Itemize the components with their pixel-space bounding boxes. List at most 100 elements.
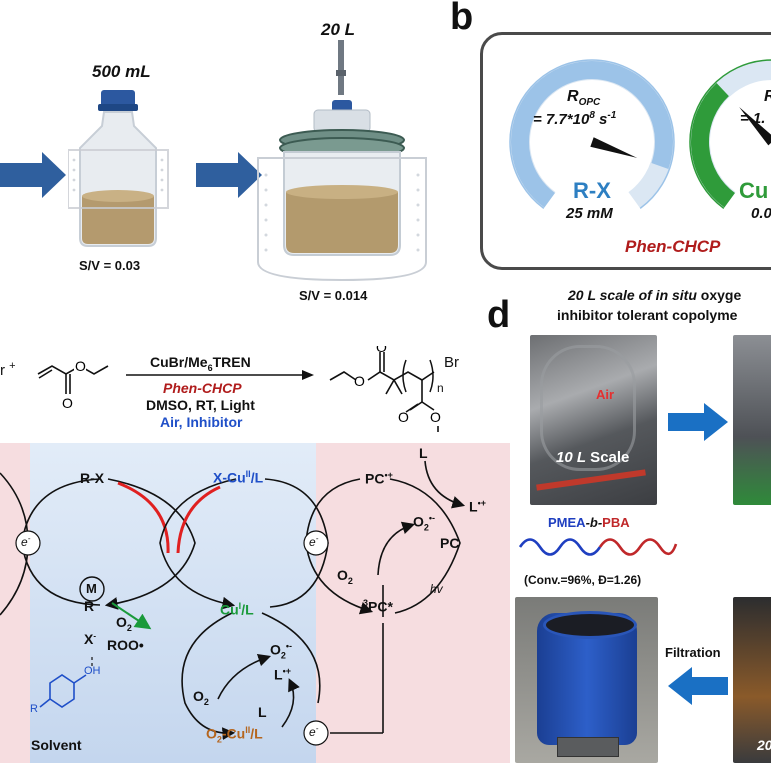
label-pc-rad-text: PC (365, 470, 385, 487)
label-x-minus-sup: - (93, 631, 97, 641)
photo4-corner-label: 20 (757, 737, 771, 753)
label-cu1: CuI/L (220, 601, 254, 618)
svg-text:O: O (376, 346, 387, 355)
label-o2-rad: O2•- (413, 513, 435, 532)
panel-d-title-italic: 20 L scale of in situ (568, 287, 697, 303)
label-o2: O2 (337, 567, 353, 586)
gauge1-rate-unit-exp: -1 (607, 110, 617, 121)
bg-left-pink (0, 443, 30, 763)
label-l2: L (258, 704, 267, 720)
gauge1-rate-label: ROPC (567, 88, 600, 108)
label-o2cu-o: O (206, 725, 217, 742)
label-o2-text: O (337, 567, 348, 583)
label-l2-rad-text: L (274, 666, 283, 683)
gauge-svg (509, 59, 771, 209)
gauge2-rate-value: = 1. (740, 110, 766, 127)
panel-d-title-line2: inhibitor tolerant copolyme (557, 307, 738, 323)
label-o2d: O2•- (270, 641, 292, 660)
label-o2-rad-sub: 2 (423, 522, 429, 533)
panel-d-title-line1: 20 L scale of in situ oxyge (568, 287, 741, 303)
label-o2cu-mid: -Cu (221, 725, 246, 742)
label-pc-star-text: PC* (368, 598, 393, 615)
label-l2-rad-sup: •+ (282, 666, 291, 676)
gauge2-outline (689, 59, 771, 209)
label-pc-star: 3PC* (363, 598, 393, 615)
gauge1-needle (590, 137, 638, 158)
gauge2-fill (691, 82, 736, 208)
photo-arrow-right (668, 403, 728, 441)
label-solvent: Solvent (31, 737, 82, 753)
photo-arrow-left (668, 667, 728, 705)
label-o2d-sup: •- (285, 641, 293, 651)
copolymer-wave (518, 538, 678, 556)
svg-text:O: O (430, 409, 441, 425)
copolymer-label: PMEA-b-PBA (548, 515, 630, 530)
reactor-volume: 20 L (321, 20, 356, 39)
reactant-r: r (0, 362, 5, 379)
label-o2d-sub: 2 (280, 650, 286, 661)
label-o2-sub: 2 (347, 575, 353, 586)
label-xcu-tail: /L (250, 469, 264, 486)
label-cu1-sup: I (238, 601, 242, 611)
label-xcu-text: X-Cu (213, 469, 246, 486)
label-pc: PC (440, 535, 460, 551)
label-e-bottom: e- (309, 724, 318, 739)
gauge1-rate-unit: s (594, 111, 608, 128)
conversion-label: (Conv.=96%, Đ=1.26) (524, 573, 642, 587)
gauge1-fill (511, 61, 673, 208)
label-e-bottom-text: e (309, 725, 316, 739)
catalyst-label: CuBr/Me6TREN (150, 354, 251, 373)
gauge2-conc: 0.0 (751, 205, 771, 222)
photocatalyst-label: Phen-CHCP (163, 380, 242, 396)
conditions-label: DMSO, RT, Light (146, 397, 255, 413)
label-pc-rad: PC•+ (365, 470, 393, 487)
label-l2-rad: L•+ (274, 666, 291, 683)
acrylate-structure: O O (37, 358, 109, 411)
label-pc-rad-sup: •+ (384, 470, 393, 480)
label-o2c: O2 (193, 688, 209, 707)
reaction-arrow (126, 370, 314, 380)
copolymer-c: PBA (602, 515, 630, 530)
label-x-minus: X- (84, 631, 96, 647)
label-e-mid: e- (309, 534, 318, 549)
svg-text:O: O (75, 358, 86, 374)
gauge1-rate-num: = 7.7*10 (533, 111, 590, 128)
label-o2-rad-sup: •- (428, 513, 436, 523)
svg-text:O: O (354, 373, 365, 389)
photo1-hose (536, 469, 646, 491)
label-e-left-text: e (21, 535, 28, 549)
label-e-bottom-sup: - (315, 724, 319, 733)
label-cu1-tail: /L (241, 601, 254, 618)
gauge1-rate-exp: 8 (589, 110, 595, 121)
label-o2cu-sub: 2 (216, 734, 222, 745)
label-o2cu: O2-CuII/L (206, 725, 263, 744)
catalyst-sub: 6 (207, 362, 213, 373)
photo3-scale (557, 737, 619, 757)
gauge1-outline (509, 59, 675, 209)
arrow-right-1 (0, 152, 66, 198)
photo1-scale-rest: Scale (586, 449, 630, 466)
panel-d-label: d (487, 294, 511, 336)
label-l-rad: L•+ (469, 498, 486, 515)
label-m: M (86, 581, 97, 596)
product-structure: O O O O (329, 346, 441, 432)
filtration-label: Filtration (665, 645, 721, 660)
photo1-air-label: Air (596, 387, 615, 402)
label-e-mid-text: e (309, 535, 316, 549)
catalyst-text: CuBr/Me (150, 354, 208, 370)
label-o2cu-tail: /L (250, 725, 263, 742)
photo3-barrel-top (543, 611, 637, 639)
photo1-scale-label: 10 L Scale (556, 449, 629, 466)
label-roo: ROO• (107, 637, 144, 653)
label-o2d-text: O (270, 641, 281, 658)
label-hv: hv (430, 582, 443, 596)
label-o2c-sub: 2 (203, 696, 209, 707)
label-o2-rad-text: O (413, 513, 424, 530)
panel-b-label: b (450, 0, 474, 38)
bottle-sv-text: S/V = 0.03 (79, 258, 141, 273)
photo-filtration: 20 (733, 597, 771, 763)
svg-text:O: O (398, 409, 409, 425)
label-o2b: O2 (116, 614, 132, 633)
label-xcu: X-CuII/L (213, 469, 263, 486)
label-e-left-sup: - (27, 534, 31, 543)
